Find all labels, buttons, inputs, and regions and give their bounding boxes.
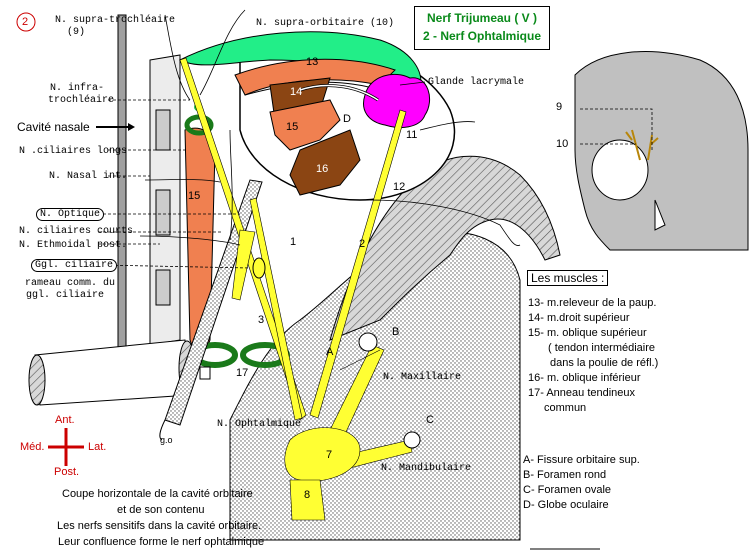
label-supra-orbitaire: N. supra-orbitaire (10) bbox=[256, 18, 395, 29]
muscle-num-16: 16 bbox=[316, 163, 329, 175]
caption-line-3: Les nerfs sensitifs dans la cavité orbit… bbox=[57, 520, 262, 532]
label-ciliaires-longs: N .ciliaires longs bbox=[19, 146, 128, 157]
opening-B: B bbox=[392, 326, 400, 338]
openings-legend-item: C- Foramen ovale bbox=[523, 484, 612, 496]
compass-post: Post. bbox=[54, 466, 80, 478]
label-go: g.o bbox=[160, 435, 173, 445]
label-ggl-ciliaire: Ggl. ciliaire bbox=[31, 259, 118, 272]
caption-line-2: et de son contenu bbox=[117, 504, 205, 516]
compass-lat: Lat. bbox=[88, 441, 107, 453]
label-n-ophtalmique: N. Ophtalmique bbox=[217, 419, 302, 430]
openings-legend-item: B- Foramen rond bbox=[523, 469, 607, 481]
plate-number-circle bbox=[16, 12, 36, 32]
superior-oblique-tendon bbox=[269, 99, 341, 151]
compass-med: Méd. bbox=[20, 441, 45, 453]
optic-nerve bbox=[164, 179, 263, 426]
muscle-legend-item: commun bbox=[544, 402, 587, 414]
num-3: 3 bbox=[258, 314, 265, 326]
label-nasal-int: N. Nasal int. bbox=[49, 171, 128, 182]
label-n-maxillaire: N. Maxillaire bbox=[383, 372, 462, 383]
compass-rose bbox=[48, 428, 84, 466]
compass-ant: Ant. bbox=[55, 414, 75, 426]
num-7: 7 bbox=[326, 449, 333, 461]
title-line1: Nerf Trijumeau ( V ) bbox=[426, 11, 538, 25]
num-2: 2 bbox=[359, 238, 366, 250]
trigeminal-root bbox=[289, 479, 326, 521]
nerve-nasociliary bbox=[249, 197, 303, 421]
muscle-num-15b: 15 bbox=[188, 190, 201, 202]
muscle-num-14: 14 bbox=[290, 86, 303, 98]
label-ciliaires-courts: N. ciliaires courts bbox=[19, 226, 134, 237]
label-n-mandibulaire: N. Mandibulaire bbox=[381, 463, 472, 474]
title-line2: 2 - Nerf Ophtalmique bbox=[422, 29, 541, 43]
num-10: 10 bbox=[556, 138, 569, 150]
inferior-oblique bbox=[289, 129, 361, 196]
num-12: 12 bbox=[393, 181, 406, 193]
caption-line-4: Leur confluence forme le nerf ophtalmiqu… bbox=[58, 536, 265, 548]
muscle-legend: 13- m.releveur de la paup. 14- m.droit s… bbox=[528, 296, 658, 416]
muscles-header: Les muscles : bbox=[527, 270, 609, 286]
muscle-legend-item: 17- Anneau tendineux bbox=[528, 387, 636, 399]
label-infra-trochleaire-1: N. infra- bbox=[50, 83, 105, 94]
opening-C: C bbox=[426, 414, 434, 426]
muscle-num-17: 17 bbox=[236, 367, 249, 379]
title-box: Nerf Trijumeau ( V ) 2 - Nerf Ophtalmiqu… bbox=[414, 6, 550, 50]
label-ethmoidal-post: N. Ethmoidal post. bbox=[19, 240, 128, 251]
label-supra-trochleaire-num: (9) bbox=[67, 27, 86, 38]
muscle-legend-item: dans la poulie de réfl.) bbox=[550, 357, 659, 369]
label-rameau-comm-1: rameau comm. du bbox=[25, 278, 116, 289]
plate-number: 2 bbox=[22, 16, 29, 28]
trigeminal-ganglion bbox=[284, 427, 361, 482]
muscle-legend-item: 14- m.droit supérieur bbox=[528, 312, 630, 324]
openings-legend-item: D- Globe oculaire bbox=[523, 499, 609, 511]
num-8: 8 bbox=[304, 489, 311, 501]
ciliary-ganglion bbox=[252, 257, 266, 279]
caption-line-1: Coupe horizontale de la cavité orbitaire bbox=[62, 488, 253, 500]
optic-canal-cylinder bbox=[34, 339, 191, 406]
label-supra-trochleaire: N. supra-trochléaire bbox=[55, 15, 176, 26]
lacrimal-gland bbox=[363, 73, 430, 128]
skull-orbit bbox=[591, 139, 649, 201]
nasal-bone-wall bbox=[117, 14, 127, 351]
label-optique: N. Optique bbox=[36, 208, 105, 221]
openings-legend-item: A- Fissure orbitaire sup. bbox=[523, 454, 640, 466]
muscle-legend-item: ( tendon intermédiaire bbox=[548, 342, 656, 354]
num-9: 9 bbox=[556, 101, 563, 113]
muscle-legend-item: 16- m. oblique inférieur bbox=[528, 372, 641, 384]
label-rameau-comm-2: ggl. ciliaire bbox=[26, 290, 105, 301]
num-1: 1 bbox=[290, 236, 297, 248]
opening-D: D bbox=[343, 113, 351, 125]
label-glande-lacrymale: Glande lacrymale bbox=[428, 77, 525, 88]
opening-A: A bbox=[326, 346, 334, 358]
label-cavite-nasale: Cavité nasale bbox=[17, 120, 90, 134]
muscle-legend-item: 15- m. oblique supérieur bbox=[528, 327, 647, 339]
muscle-num-13: 13 bbox=[306, 56, 319, 68]
num-11: 11 bbox=[406, 129, 418, 141]
muscle-legend-item: 13- m.releveur de la paup. bbox=[528, 297, 657, 309]
openings-legend: A- Fissure orbitaire sup. B- Foramen ron… bbox=[523, 453, 640, 513]
muscle-num-15: 15 bbox=[286, 121, 299, 133]
sphenoid-wing bbox=[329, 155, 561, 341]
label-infra-trochleaire-2: trochléaire bbox=[48, 95, 115, 106]
nerve-lacrimal bbox=[309, 109, 407, 419]
